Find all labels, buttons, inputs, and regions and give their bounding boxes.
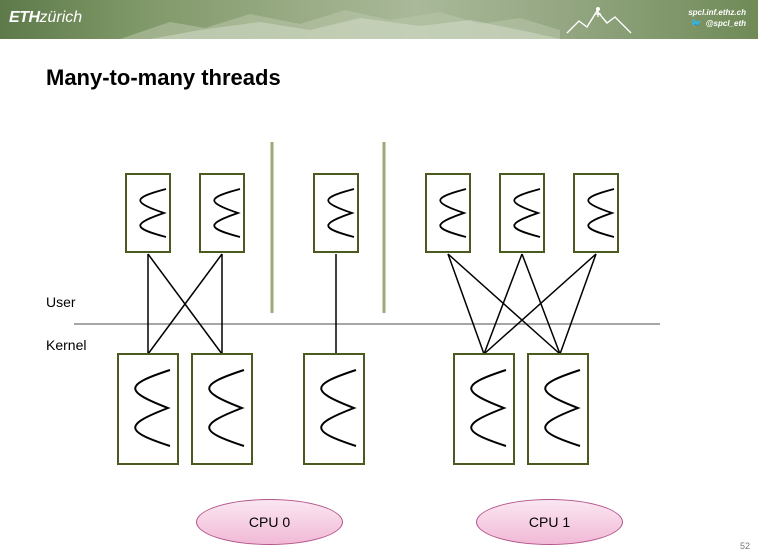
user-thread bbox=[313, 173, 359, 253]
user-thread bbox=[125, 173, 171, 253]
header-banner: ETHzürich spcl.inf.ethz.ch 🐦@spcl_eth bbox=[0, 0, 758, 39]
cpu-0: CPU 0 bbox=[196, 499, 343, 545]
user-thread bbox=[499, 173, 545, 253]
twitter-handle[interactable]: @spcl_eth bbox=[705, 19, 746, 28]
kernel-thread bbox=[527, 353, 589, 465]
user-thread bbox=[573, 173, 619, 253]
mountain-panorama bbox=[120, 10, 560, 39]
twitter-bird-icon: 🐦 bbox=[690, 18, 702, 28]
slide-title: Many-to-many threads bbox=[46, 65, 281, 90]
user-thread bbox=[425, 173, 471, 253]
site-info: spcl.inf.ethz.ch 🐦@spcl_eth bbox=[688, 7, 746, 29]
cpu-1: CPU 1 bbox=[476, 499, 623, 545]
eth-logo: ETHzürich bbox=[9, 9, 83, 26]
hiker-mountain-icon bbox=[566, 7, 632, 34]
thread-mappings bbox=[147, 253, 597, 355]
user-thread bbox=[199, 173, 245, 253]
kernel-thread bbox=[303, 353, 365, 465]
user-label: User bbox=[46, 294, 76, 310]
kernel-label: Kernel bbox=[46, 337, 87, 353]
cpu-1-label: CPU 1 bbox=[528, 514, 571, 530]
site-url[interactable]: spcl.inf.ethz.ch bbox=[688, 8, 746, 17]
kernel-thread bbox=[191, 353, 253, 465]
cpu-0-label: CPU 0 bbox=[248, 514, 291, 530]
page-number: 52 bbox=[739, 541, 750, 551]
kernel-thread bbox=[453, 353, 515, 465]
kernel-thread bbox=[117, 353, 179, 465]
